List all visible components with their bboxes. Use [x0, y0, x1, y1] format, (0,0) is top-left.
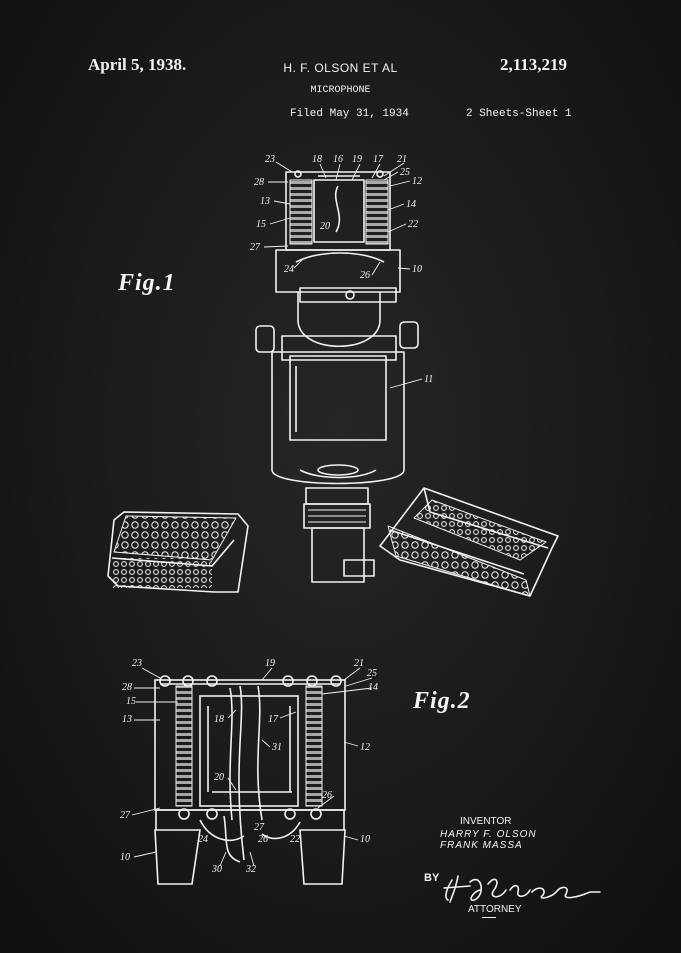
fig2-ref-10-left: 10 [120, 852, 130, 863]
fig1-body [271, 351, 405, 485]
fig2-ref-26b: 26 [258, 834, 268, 845]
fig2-ref-19: 19 [265, 658, 275, 669]
fig2-ref-27b: 27 [254, 822, 265, 833]
fig1-ref-24: 24 [284, 264, 294, 275]
fig2-ref-27: 27 [120, 810, 131, 821]
fig1-ref-28: 28 [254, 177, 264, 188]
fig2-ref-24: 24 [198, 834, 208, 845]
inventor-label: INVENTOR [460, 816, 512, 827]
patent-title: MICROPHONE [310, 85, 371, 96]
fig2-ref-14: 14 [368, 682, 378, 693]
fig1-ref-13: 13 [260, 196, 270, 207]
fig2-left-leg [154, 829, 201, 885]
signature-underline [482, 917, 496, 918]
fig1-ref-21: 21 [397, 154, 407, 165]
fig2-ref-22: 22 [290, 834, 300, 845]
patent-date: April 5, 1938. [88, 55, 187, 74]
fig2-ref-32: 32 [245, 864, 256, 875]
fig1-ref-23: 23 [265, 154, 275, 165]
fig1-ref-12: 12 [412, 176, 422, 187]
fig2-ref-18: 18 [214, 714, 224, 725]
fig2-right-leg [299, 829, 346, 885]
inventor-name-2: FRANK MASSA [440, 840, 523, 851]
attorney-label: ATTORNEY [468, 904, 522, 915]
fig2-ref-12: 12 [360, 742, 370, 753]
fig1-ref-15: 15 [256, 219, 266, 230]
fig2-ref-23: 23 [132, 658, 142, 669]
fig2-ref-28: 28 [122, 682, 132, 693]
fig2-ref-15: 15 [126, 696, 136, 707]
fig1-ref-10: 10 [412, 264, 422, 275]
filed-date: Filed May 31, 1934 [290, 108, 409, 120]
sheet-count: 2 Sheets-Sheet 1 [466, 108, 572, 120]
fig1-ref-22: 22 [408, 219, 418, 230]
fig2-ref-31: 31 [271, 742, 282, 753]
fig2-ref-21: 21 [354, 658, 364, 669]
fig2-ref-17: 17 [268, 714, 279, 725]
fig1-ref-16: 16 [333, 154, 343, 165]
fig2-ref-13: 13 [122, 714, 132, 725]
fig2-ref-25: 25 [367, 668, 377, 679]
fig1-ref-25: 25 [400, 167, 410, 178]
fig1-ref-18: 18 [312, 154, 322, 165]
fig1-ref-20: 20 [320, 221, 330, 232]
fig2-ref-10-right: 10 [360, 834, 370, 845]
fig1-label: Fig.1 [118, 270, 176, 296]
fig1-ref-19: 19 [352, 154, 362, 165]
fig1-ref-14: 14 [406, 199, 416, 210]
inventor-heading: H. F. OLSON ET AL [283, 61, 398, 75]
patent-number: 2,113,219 [500, 55, 568, 74]
fig2-label: Fig.2 [413, 688, 471, 714]
fig1-ref-26: 26 [360, 270, 370, 281]
inventor-name-1: HARRY F. OLSON [440, 829, 537, 840]
by-label: BY [424, 872, 440, 884]
fig1-ref-17: 17 [373, 154, 384, 165]
fig2-ref-26: 26 [322, 790, 332, 801]
fig2-ref-20: 20 [214, 772, 224, 783]
fig1-ref-11: 11 [424, 374, 433, 385]
fig1-ref-27: 27 [250, 242, 261, 253]
fig2-ref-30: 30 [211, 864, 222, 875]
